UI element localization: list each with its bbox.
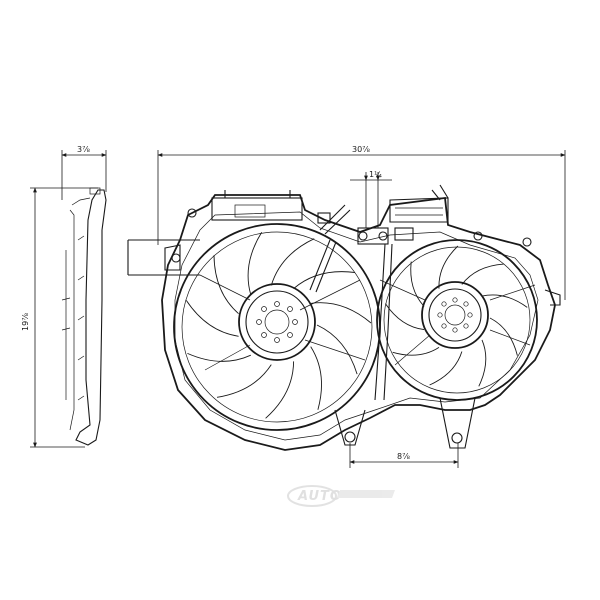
dim-depth: 3⅞ — [77, 145, 90, 154]
fan-blade — [410, 261, 425, 307]
fan-blade — [293, 271, 356, 289]
fan-blade — [185, 300, 239, 337]
dim-overall-width: 30⅞ — [352, 145, 370, 154]
front-view — [127, 184, 561, 451]
dimension-lines — [30, 150, 566, 468]
fan-blade — [310, 302, 372, 324]
fan-blade — [213, 255, 239, 315]
watermark-logo: AUTO — [287, 485, 395, 507]
fan-blade — [478, 339, 487, 387]
watermark-text: AUTO — [297, 489, 342, 504]
fan-blade — [247, 232, 263, 295]
fan-blade — [316, 324, 358, 375]
fan-blade — [429, 351, 463, 386]
fan-blade — [265, 361, 295, 419]
dim-height: 19⅞ — [21, 313, 30, 331]
fan-blade — [438, 245, 459, 289]
left-fan-blades — [185, 232, 372, 419]
left-fan-ring — [173, 223, 381, 431]
fan-blade — [310, 346, 322, 410]
fan-blade — [461, 263, 504, 285]
side-view — [61, 187, 107, 446]
dim-mount-spacing: 8⅞ — [397, 452, 410, 461]
bottom-mount-right — [439, 397, 476, 449]
fan-blade — [216, 364, 272, 398]
right-fan-ring — [376, 239, 538, 401]
left-motor-hub — [238, 283, 316, 361]
fan-blade — [489, 317, 518, 356]
right-fan-blades — [385, 245, 528, 387]
fan-blade — [187, 352, 251, 362]
fan-blade — [270, 238, 315, 286]
fan-blade — [392, 347, 440, 356]
fan-blade — [481, 294, 528, 308]
shroud-outline — [161, 194, 556, 451]
right-motor-hub — [421, 281, 489, 349]
fan-blade — [385, 303, 425, 331]
dim-offset-top: 1¼ — [369, 170, 382, 179]
